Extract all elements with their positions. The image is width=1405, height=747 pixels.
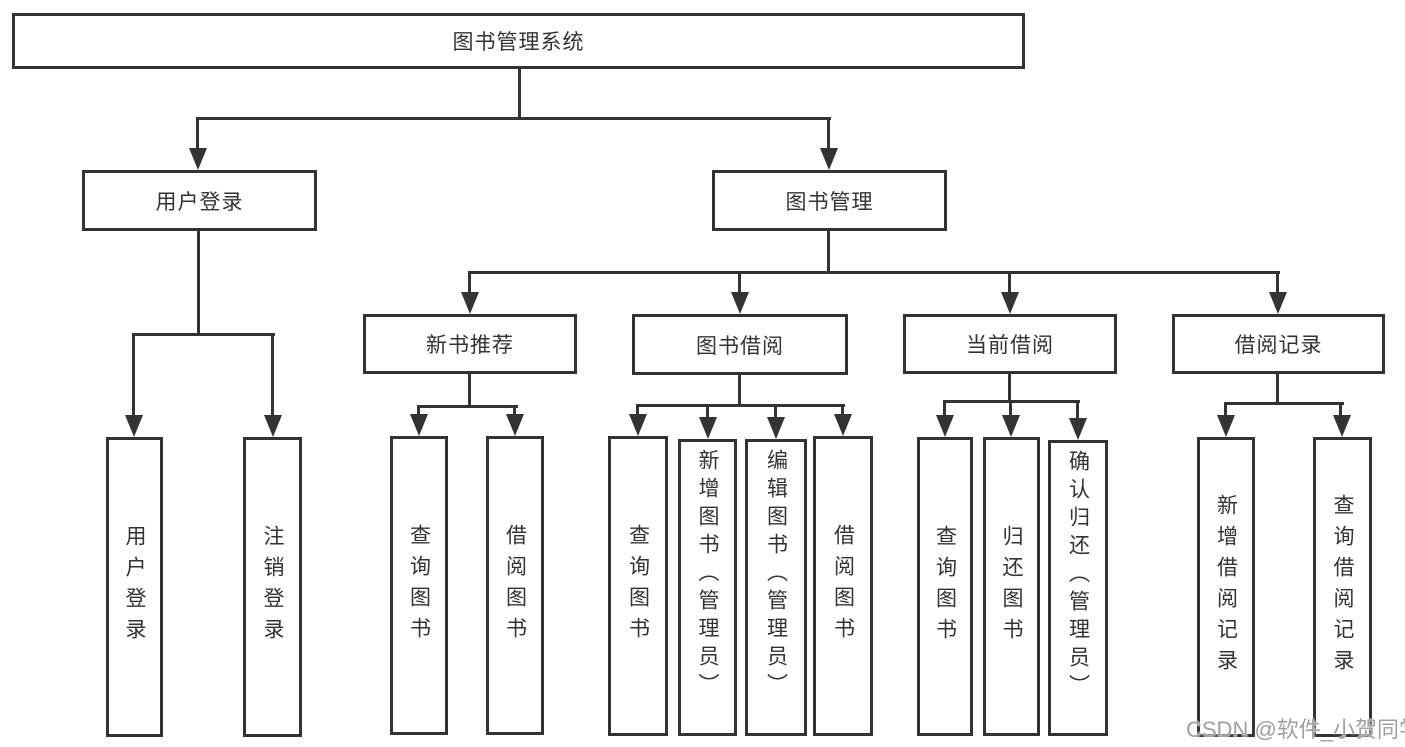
connector-stem bbox=[738, 271, 741, 295]
arrowhead-icon bbox=[410, 414, 428, 436]
connector-stem bbox=[513, 405, 516, 417]
arrowhead-icon bbox=[820, 148, 838, 170]
node-new-book-rec: 新书推荐 bbox=[363, 314, 577, 374]
leaf-add-books-admin: 新增图书（管理员） bbox=[678, 439, 737, 736]
connector-stem bbox=[774, 404, 777, 419]
node-book-borrow: 图书借阅 bbox=[632, 314, 848, 375]
connector-stem bbox=[1009, 400, 1012, 417]
node-root: 图书管理系统 bbox=[12, 13, 1025, 69]
connector-stem bbox=[706, 404, 709, 419]
arrowhead-icon bbox=[189, 148, 207, 170]
connector-branch bbox=[636, 404, 845, 407]
connector-stem bbox=[1008, 271, 1011, 295]
arrowhead-icon bbox=[1002, 415, 1020, 437]
node-current-borrow: 当前借阅 bbox=[903, 314, 1117, 374]
connector-stem bbox=[1076, 400, 1079, 420]
node-book-mgmt-label: 图书管理 bbox=[785, 190, 874, 214]
connector-stem bbox=[271, 333, 274, 418]
arrowhead-icon bbox=[1217, 415, 1235, 437]
connector-stem bbox=[132, 333, 135, 418]
connector-stem bbox=[1339, 402, 1342, 417]
leaf-borrow-query-books: 查询图书 bbox=[608, 436, 668, 736]
arrowhead-icon bbox=[699, 417, 717, 439]
connector-trunk bbox=[1008, 374, 1011, 403]
arrowhead-icon bbox=[936, 415, 954, 437]
leaf-edit-books-admin: 编辑图书（管理员） bbox=[745, 439, 807, 736]
leaf-confirm-return-admin-label: 确认归还（管理员） bbox=[1066, 450, 1090, 702]
leaf-borrow-query-books-label: 查询图书 bbox=[626, 524, 650, 648]
node-root-label: 图书管理系统 bbox=[452, 31, 585, 54]
leaf-user-login-label: 用户登录 bbox=[123, 525, 146, 649]
connector-trunk bbox=[468, 374, 471, 408]
connector-login-branch bbox=[132, 333, 275, 336]
leaf-confirm-return-admin: 确认归还（管理员） bbox=[1048, 440, 1108, 736]
leaf-newrec-query-books: 查询图书 bbox=[390, 436, 448, 735]
arrowhead-icon bbox=[834, 414, 852, 436]
connector-branch bbox=[1224, 402, 1344, 405]
arrowhead-icon bbox=[125, 415, 143, 437]
arrowhead-icon bbox=[461, 292, 479, 314]
connector-stem bbox=[417, 405, 420, 417]
arrowhead-icon bbox=[264, 415, 282, 437]
leaf-query-borrow-record: 查询借阅记录 bbox=[1313, 437, 1372, 737]
connector-stem bbox=[468, 271, 471, 295]
connector-branch bbox=[417, 405, 518, 408]
leaf-logout-label: 注销登录 bbox=[261, 525, 284, 649]
connector-trunk bbox=[738, 375, 741, 407]
leaf-add-borrow-record-label: 新增借阅记录 bbox=[1214, 494, 1238, 680]
connector-modules-branch bbox=[468, 271, 1280, 274]
leaf-borrow-books: 借阅图书 bbox=[813, 436, 873, 736]
arrowhead-icon bbox=[767, 417, 785, 439]
leaf-query-borrow-record-label: 查询借阅记录 bbox=[1331, 494, 1354, 680]
leaf-borrow-books-label: 借阅图书 bbox=[831, 524, 855, 648]
leaf-add-borrow-record: 新增借阅记录 bbox=[1197, 437, 1255, 737]
node-new-book-rec-label: 新书推荐 bbox=[426, 334, 514, 357]
connector-login-trunk bbox=[197, 231, 200, 336]
leaf-add-books-admin-label: 新增图书（管理员） bbox=[696, 449, 719, 701]
csdn-watermark: CSDN @软件_小贺同学 bbox=[1186, 717, 1405, 742]
arrowhead-icon bbox=[1069, 418, 1087, 440]
leaf-edit-books-admin-label: 编辑图书（管理员） bbox=[764, 449, 788, 701]
connector-stem bbox=[943, 400, 946, 417]
leaf-logout: 注销登录 bbox=[243, 437, 302, 737]
leaf-newrec-borrow-books: 借阅图书 bbox=[486, 436, 544, 735]
arrowhead-icon bbox=[731, 292, 749, 314]
connector-root-trunk bbox=[518, 68, 521, 120]
connector-stem bbox=[1276, 271, 1279, 295]
connector-mgmt-trunk bbox=[827, 231, 830, 274]
connector-stem bbox=[196, 117, 199, 151]
leaf-return-books-label: 归还图书 bbox=[1000, 524, 1023, 649]
arrowhead-icon bbox=[506, 414, 524, 436]
leaf-newrec-borrow-books-label: 借阅图书 bbox=[503, 523, 527, 648]
node-user-login: 用户登录 bbox=[82, 170, 317, 231]
connector-level2-branch bbox=[197, 117, 831, 120]
connector-trunk bbox=[1276, 374, 1279, 405]
node-book-borrow-label: 图书借阅 bbox=[696, 334, 784, 358]
node-borrow-records-label: 借阅记录 bbox=[1234, 334, 1323, 357]
arrowhead-icon bbox=[1269, 292, 1287, 314]
leaf-current-query-books-label: 查询图书 bbox=[933, 524, 957, 649]
leaf-user-login: 用户登录 bbox=[106, 437, 163, 737]
node-user-login-label: 用户登录 bbox=[155, 190, 244, 214]
leaf-current-query-books: 查询图书 bbox=[917, 437, 973, 736]
node-current-borrow-label: 当前借阅 bbox=[966, 334, 1054, 357]
leaf-newrec-query-books-label: 查询图书 bbox=[407, 523, 431, 648]
connector-stem bbox=[827, 117, 830, 151]
arrowhead-icon bbox=[1001, 292, 1019, 314]
connector-stem bbox=[1224, 402, 1227, 417]
node-book-mgmt: 图书管理 bbox=[712, 170, 947, 231]
connector-stem bbox=[636, 404, 639, 417]
leaf-return-books: 归还图书 bbox=[983, 437, 1040, 736]
arrowhead-icon bbox=[1333, 415, 1351, 437]
connector-stem bbox=[841, 404, 844, 417]
node-borrow-records: 借阅记录 bbox=[1172, 314, 1385, 374]
arrowhead-icon bbox=[629, 414, 647, 436]
